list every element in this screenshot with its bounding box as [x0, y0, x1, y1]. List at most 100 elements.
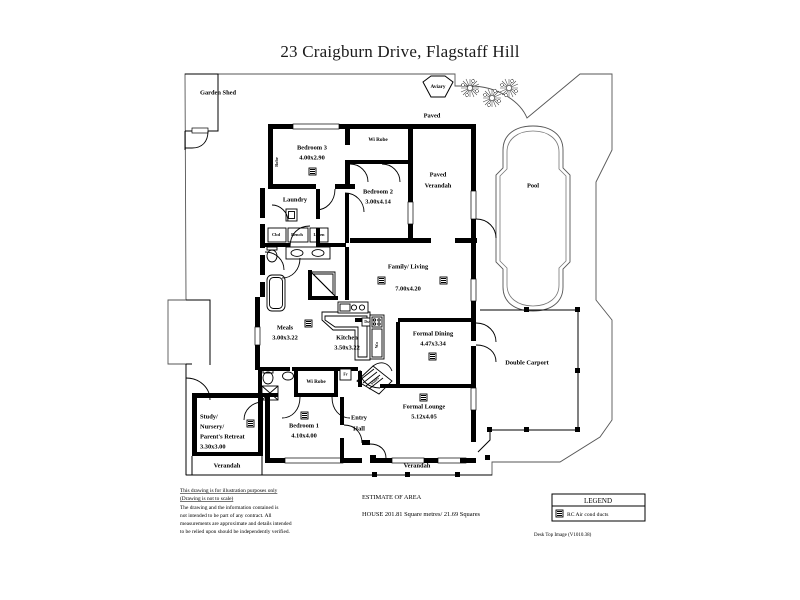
cupboard-icon: [267, 227, 287, 243]
meals-dims: 3.00x3.22: [272, 334, 298, 341]
garden-shed-outline: [184, 73, 219, 150]
desktop-image-credit: Desk Top Image (V1010.38): [534, 533, 592, 538]
air-cond-duct-icon: [308, 167, 317, 176]
formal-lounge-label: Formal Lounge: [403, 403, 446, 410]
garden-shed-label: Garden Shed: [200, 89, 236, 96]
fridge-label: Fr: [343, 371, 347, 376]
paved-verandah-label-2: Verandah: [425, 182, 452, 189]
verandah-edges: [185, 299, 492, 476]
estimate-of-area-block: ESTIMATE OF AREA HOUSE 201.81 Square met…: [362, 494, 481, 518]
bedroom-3-dims: 4.00x2.90: [299, 154, 325, 161]
wi-robe-bottom-label: Wi Robe: [306, 379, 326, 385]
legend-item-label: RC Air cond ducts: [567, 512, 609, 518]
toilet-icon: [262, 371, 274, 385]
study-label-3: Parent's Retreat: [200, 433, 246, 440]
laundry-trough-icon: [285, 208, 298, 222]
study-label-1: Study/: [200, 413, 218, 420]
verandah-left-label: Verandah: [214, 462, 241, 469]
air-cond-duct-icon: [377, 276, 386, 285]
linen-cupboard-icon: [309, 227, 329, 243]
toilet-icon: [266, 249, 278, 263]
page-title: 23 Craigburn Drive, Flagstaff Hill: [280, 42, 520, 61]
vanity-icon: [285, 246, 331, 260]
verandah-post: [372, 472, 377, 477]
air-cond-duct-icon: [300, 411, 309, 420]
aviary-shape: [422, 75, 454, 98]
cbd-label: Cbd: [272, 232, 281, 237]
formal-dining-dims: 4.47x3.34: [420, 340, 446, 347]
formal-lounge-dims: 5.12x4.05: [411, 413, 437, 420]
family-living-dims: 7.00x4.20: [395, 285, 421, 292]
site-boundary: [167, 73, 613, 476]
air-cond-duct-icon: [246, 419, 255, 428]
air-cond-duct-icon: [304, 319, 313, 328]
stairs-label: Stairs: [369, 375, 380, 386]
legend-box: LEGEND RC Air cond ducts: [551, 493, 646, 522]
formal-dining-label: Formal Dining: [413, 330, 454, 337]
verandah-post: [455, 472, 460, 477]
cooktop-icon: [337, 301, 369, 314]
kitchen-dims: 3.50x3.22: [334, 344, 360, 351]
verandah-post: [405, 472, 410, 477]
bench-icon: [287, 227, 309, 243]
kitchen-fixtures: Dw W.o Fr Stairs: [321, 301, 393, 395]
legend-title: LEGEND: [584, 497, 612, 505]
wall-oven-icon: [369, 314, 385, 360]
disclaimer-line-5: measurements are approximate and details…: [180, 521, 292, 527]
bath-icon: [266, 274, 286, 312]
dishwasher-label: Dw: [364, 320, 370, 324]
double-carport-label: Double Carport: [505, 359, 549, 366]
stairs-icon: [356, 362, 393, 395]
pool-label: Pool: [527, 182, 539, 189]
pool-shape: [495, 125, 571, 312]
disclaimer-line-6: to be relied upon should be independentl…: [180, 528, 290, 535]
door-swings: [243, 163, 497, 459]
carport-post: [487, 427, 492, 432]
verandah-right-label: Verandah: [404, 462, 431, 469]
entry-hall-label-2: Hall: [353, 425, 365, 432]
wall-oven-label: W.o: [375, 342, 379, 348]
legend-air-cond-duct-icon: [555, 509, 564, 518]
bedroom-1-label: Bedroom 1: [289, 422, 319, 429]
air-cond-duct-markers: [246, 167, 448, 428]
carport-post: [575, 368, 580, 373]
carport-post: [524, 307, 529, 312]
entry-hall-label-1: Entry: [351, 414, 368, 421]
carport-outline: [372, 307, 580, 477]
disclaimer-line-2: (Drawing is not to scale): [180, 495, 233, 502]
house-walls: [192, 123, 477, 464]
air-cond-duct-icon: [439, 276, 448, 285]
carport-post: [575, 307, 580, 312]
basin-icon: [282, 371, 294, 381]
carport-post: [575, 427, 580, 432]
fridge-icon: [339, 368, 352, 381]
bedroom-2-dims: 3.00x4.14: [365, 198, 391, 205]
bench-label: Bench: [291, 232, 303, 237]
shower-icon: [261, 385, 279, 401]
carport-post: [485, 455, 490, 460]
robe-vertical-label: Robe: [274, 157, 279, 167]
paved-verandah-label-1: Paved: [430, 171, 447, 178]
estimate-house-area: HOUSE 201.81 Square metres/ 21.69 Square…: [362, 511, 481, 518]
tree-icons: [460, 78, 519, 108]
disclaimer-block: This drawing is for illustration purpose…: [180, 487, 292, 535]
family-living-label: Family/ Living: [388, 263, 429, 270]
bedroom-2-label: Bedroom 2: [363, 188, 393, 195]
meals-label: Meals: [277, 324, 294, 331]
aviary-label: Aviary: [431, 84, 446, 90]
disclaimer-line-1: This drawing is for illustration purpose…: [180, 487, 278, 494]
study-label-2: Nursery/: [200, 423, 224, 430]
estimate-heading: ESTIMATE OF AREA: [362, 494, 422, 501]
air-cond-duct-icon: [419, 393, 428, 402]
disclaimer-line-3: The drawing and the information containe…: [180, 504, 279, 511]
laundry-label: Laundry: [283, 196, 308, 203]
bedroom-3-label: Bedroom 3: [297, 144, 327, 151]
bathroom-fixtures: [261, 208, 338, 401]
carport-post: [524, 427, 529, 432]
air-cond-duct-icon: [428, 352, 437, 361]
kitchen-label: Kitchen: [336, 334, 358, 341]
paved-label: Paved: [424, 112, 441, 119]
basin-icon: [311, 249, 325, 257]
